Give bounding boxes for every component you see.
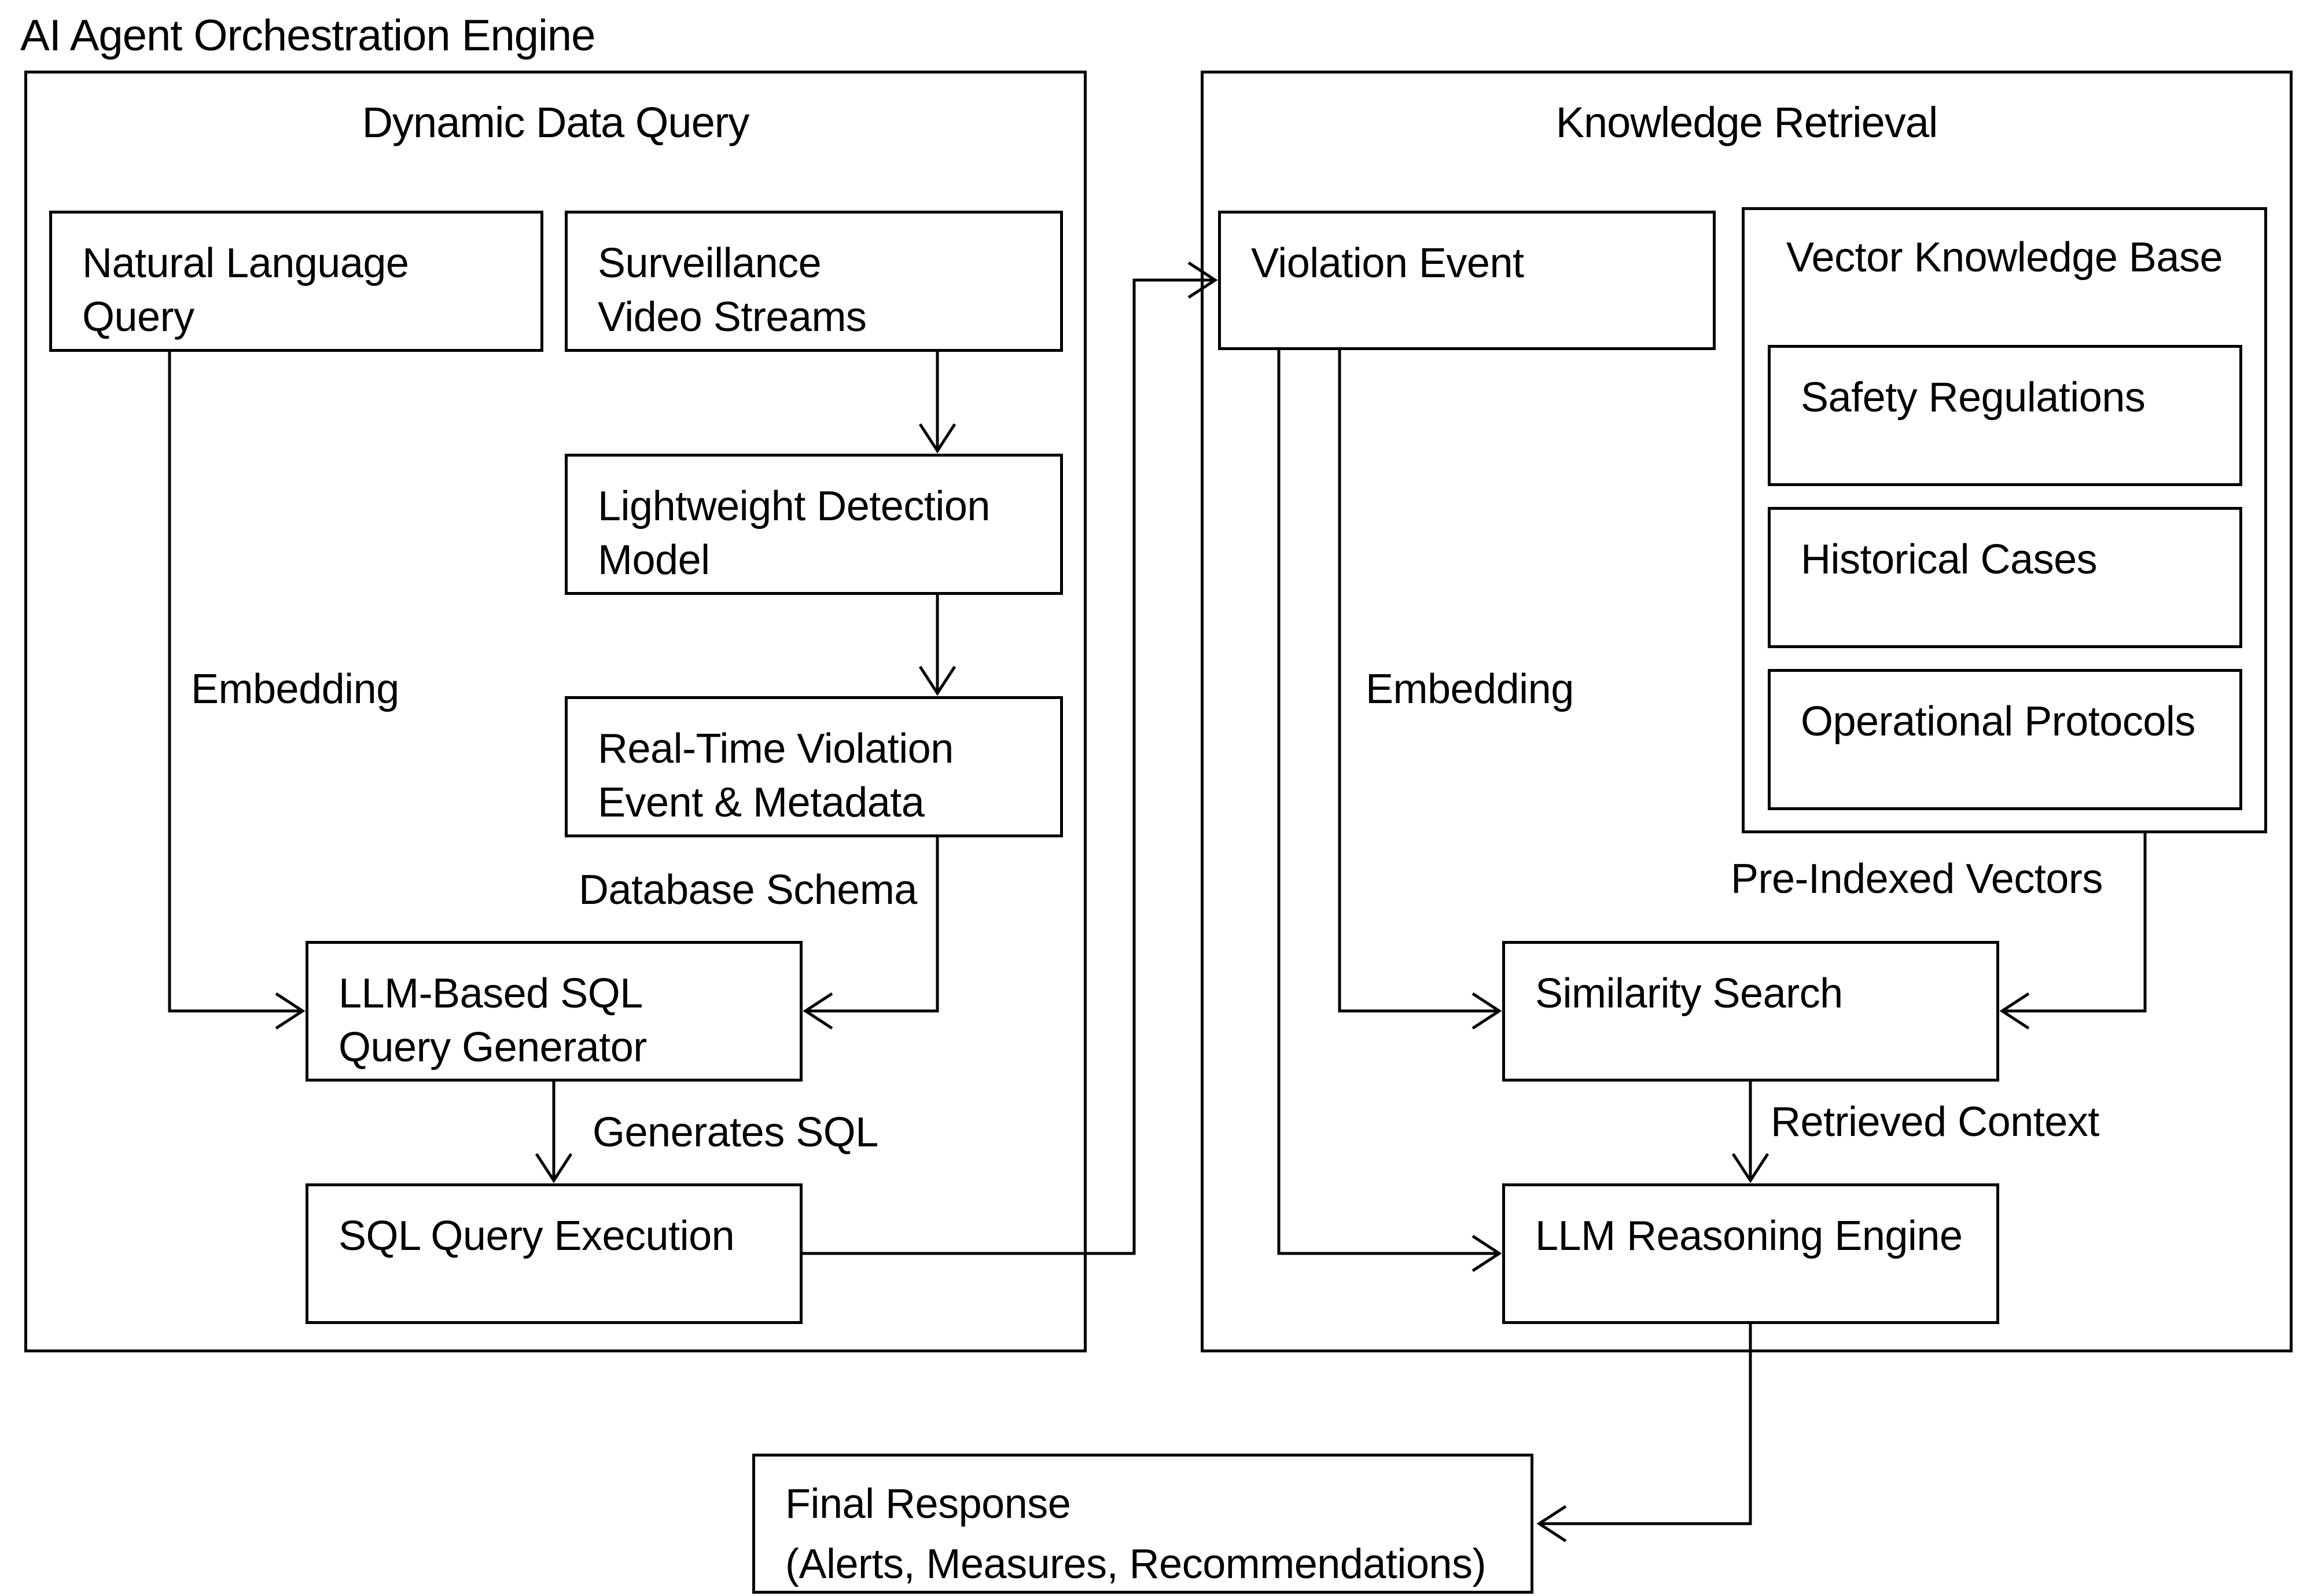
node-line: Final Response	[785, 1481, 1071, 1527]
vector-knowledge-base-title: Vector Knowledge Base	[1786, 234, 2223, 281]
node-line: Query Generator	[339, 1024, 647, 1071]
node-line: Event & Metadata	[598, 779, 925, 826]
node-llm-reasoning-engine: LLM Reasoning Engine	[1502, 1183, 1999, 1324]
node-line: Safety Regulations	[1801, 374, 2146, 421]
edge-label-embedding-right: Embedding	[1366, 666, 1574, 712]
node-line: LLM Reasoning Engine	[1535, 1213, 1963, 1259]
node-line: Operational Protocols	[1801, 698, 2195, 745]
node-line: Violation Event	[1251, 240, 1524, 286]
page-title: AI Agent Orchestration Engine	[20, 11, 595, 60]
node-line: Natural Language	[82, 240, 409, 286]
node-violation-event: Violation Event	[1218, 211, 1716, 350]
edge-label-retrieved-context: Retrieved Context	[1771, 1099, 2099, 1145]
section-title-dynamic-data-query: Dynamic Data Query	[362, 98, 750, 146]
edge-label-embedding-left: Embedding	[191, 666, 399, 712]
node-line: (Alerts, Measures, Recommendations)	[785, 1541, 1486, 1587]
edge-label-database-schema: Database Schema	[579, 867, 917, 913]
container-vector-knowledge-base: Vector Knowledge Base	[1742, 207, 2267, 833]
node-realtime-violation-event-metadata: Real-Time Violation Event & Metadata	[565, 696, 1063, 837]
node-safety-regulations: Safety Regulations	[1768, 345, 2242, 486]
node-line: Real-Time Violation	[598, 726, 954, 772]
node-line: LLM-Based SQL	[339, 970, 643, 1017]
node-line: Historical Cases	[1801, 536, 2098, 583]
node-surveillance-video-streams: Surveillance Video Streams	[565, 211, 1063, 352]
node-line: Surveillance	[598, 240, 822, 286]
node-line: Model	[598, 537, 710, 583]
node-historical-cases: Historical Cases	[1768, 507, 2242, 648]
node-final-response: Final Response (Alerts, Measures, Recomm…	[752, 1454, 1533, 1594]
node-line: Lightweight Detection	[598, 483, 990, 529]
node-line: Query	[82, 294, 194, 340]
node-llm-based-sql-query-generator: LLM-Based SQL Query Generator	[306, 941, 803, 1082]
node-line: Similarity Search	[1535, 970, 1843, 1017]
node-line: Video Streams	[598, 294, 867, 340]
edge-label-pre-indexed-vectors: Pre-Indexed Vectors	[1731, 856, 2103, 902]
node-sql-query-execution: SQL Query Execution	[306, 1183, 803, 1324]
edge-label-generates-sql: Generates SQL	[593, 1109, 878, 1156]
edge-reasoning-engine-to-final-response	[1536, 1324, 1752, 1543]
section-title-knowledge-retrieval: Knowledge Retrieval	[1555, 98, 1938, 146]
node-operational-protocols: Operational Protocols	[1768, 669, 2242, 810]
node-line: SQL Query Execution	[339, 1213, 735, 1259]
node-similarity-search: Similarity Search	[1502, 941, 1999, 1082]
node-lightweight-detection-model: Lightweight Detection Model	[565, 454, 1063, 595]
node-natural-language-query: Natural Language Query	[49, 211, 543, 352]
